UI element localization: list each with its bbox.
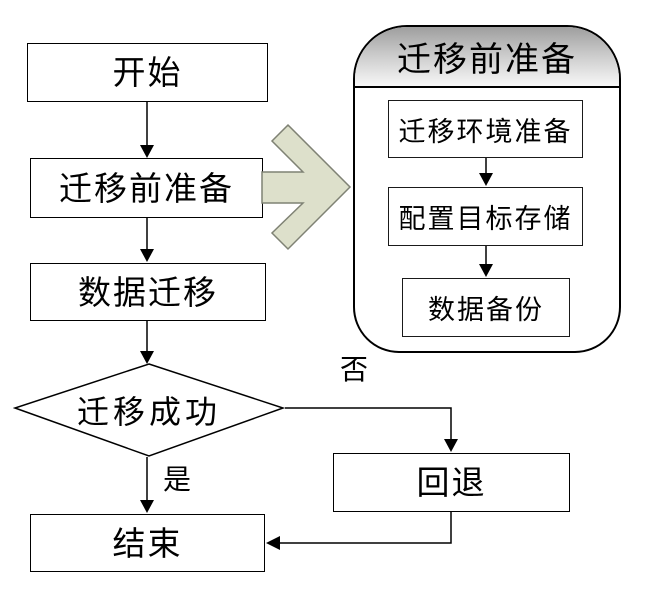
detail-step-env-preparation: 迁移环境准备	[388, 100, 583, 158]
arrowhead-left-icon	[266, 536, 280, 550]
detail-panel-header: 迁移前准备	[355, 27, 619, 88]
detail-step-configure-storage: 配置目标存储	[388, 187, 583, 246]
arrowhead-down-icon	[140, 500, 154, 513]
arrowhead-down-icon	[140, 145, 154, 158]
detail-step-env-preparation-label: 迁移环境准备	[398, 116, 573, 148]
arrowhead-down-icon	[140, 249, 154, 262]
detail-panel: 迁移前准备 迁移环境准备 配置目标存储 数据备份	[353, 25, 621, 353]
edge-label-no: 否	[340, 353, 369, 386]
node-data-migration-label: 数据迁移	[78, 272, 218, 312]
node-start-label: 开始	[112, 53, 183, 92]
node-pre-migration: 迁移前准备	[30, 158, 263, 218]
detail-step-configure-storage-label: 配置目标存储	[398, 204, 573, 235]
block-arrow-polygon	[261, 123, 352, 251]
arrowhead-down-icon	[444, 439, 458, 452]
node-decision: 迁移成功	[13, 363, 285, 457]
node-rollback: 回退	[333, 453, 570, 512]
edge-decision-rollback	[285, 407, 452, 450]
decision-diamond-polygon	[13, 363, 285, 457]
decision-diamond-shape	[13, 363, 285, 457]
detail-step-data-backup-label: 数据备份	[428, 295, 544, 326]
node-end: 结束	[30, 514, 265, 572]
edge-rollback-end	[268, 512, 452, 544]
node-decision-label: 迁移成功	[76, 393, 221, 431]
detail-step-data-backup: 数据备份	[402, 278, 570, 337]
node-end-label: 结束	[112, 523, 183, 563]
detail-panel-title: 迁移前准备	[397, 40, 577, 80]
node-start: 开始	[27, 43, 268, 102]
node-pre-migration-label: 迁移前准备	[59, 168, 234, 208]
block-arrow-icon	[261, 123, 352, 251]
node-rollback-label: 回退	[416, 463, 487, 502]
node-data-migration: 数据迁移	[30, 263, 266, 321]
edge-label-yes: 是	[163, 463, 192, 496]
